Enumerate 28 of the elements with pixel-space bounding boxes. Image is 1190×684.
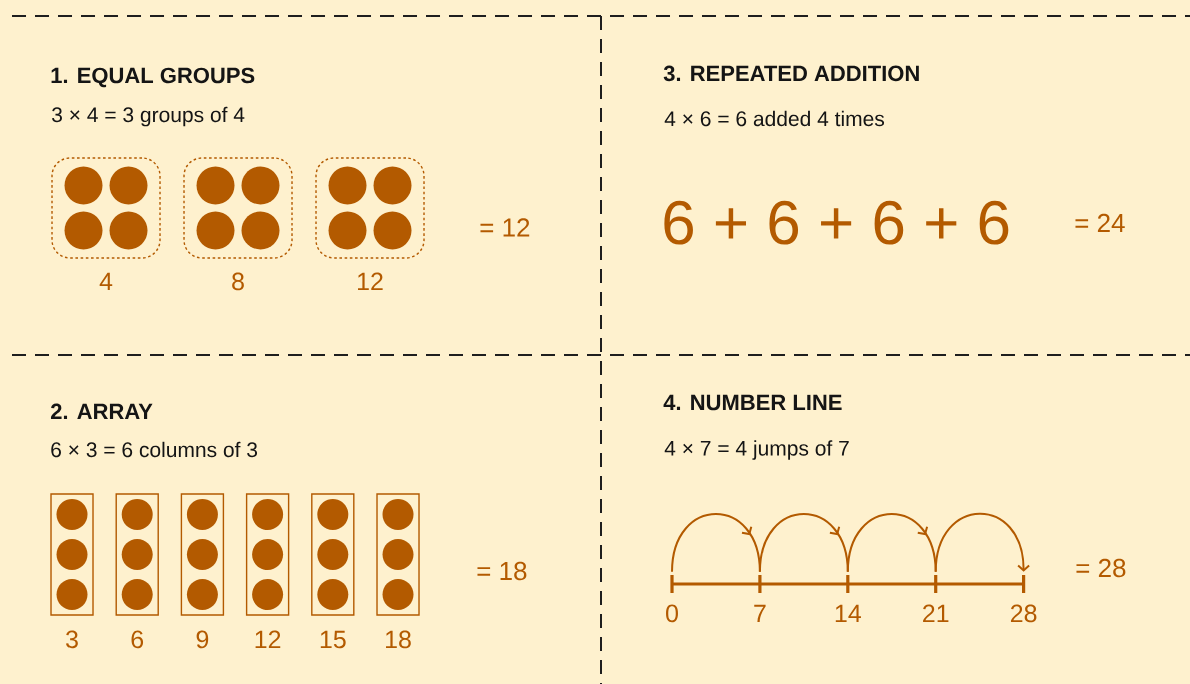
tick-label: 21 bbox=[923, 604, 949, 622]
equation-text: 4 × 7 = 4 jumps of 7 bbox=[664, 440, 849, 460]
result-text: = 18 bbox=[477, 561, 527, 581]
column-count: 3 bbox=[66, 630, 78, 649]
tick-label: 7 bbox=[754, 604, 766, 622]
column-count: 12 bbox=[255, 630, 281, 648]
column-count: 18 bbox=[386, 630, 411, 649]
result-text: = 12 bbox=[480, 218, 530, 237]
addition-sum: 6 + 6 + 6 + 6 bbox=[664, 200, 1009, 245]
section-heading: 1. EQUAL GROUPS bbox=[51, 67, 255, 88]
tick-label: 28 bbox=[1010, 604, 1037, 623]
group-count: 12 bbox=[358, 272, 383, 290]
section-heading: 2. ARRAY bbox=[51, 403, 153, 419]
tick-label: 14 bbox=[835, 604, 861, 622]
column-count: 6 bbox=[131, 630, 144, 649]
result-text: = 24 bbox=[1075, 213, 1125, 232]
result-text: = 28 bbox=[1076, 558, 1126, 578]
group-count: 8 bbox=[232, 272, 244, 291]
tick-label: 0 bbox=[666, 604, 678, 623]
column-count: 9 bbox=[196, 630, 209, 649]
section-heading: 4. NUMBER LINE bbox=[663, 394, 842, 411]
equation-text: 6 × 3 = 6 columns of 3 bbox=[51, 441, 258, 458]
equation-text: 3 × 4 = 3 groups of 4 bbox=[52, 106, 245, 127]
jump-arrow bbox=[934, 512, 1031, 573]
equation-text: 4 × 6 = 6 added 4 times bbox=[664, 110, 885, 127]
section-heading: 3. REPEATED ADDITION bbox=[663, 65, 919, 82]
column-count: 15 bbox=[320, 630, 346, 649]
group-count: 4 bbox=[99, 272, 113, 290]
